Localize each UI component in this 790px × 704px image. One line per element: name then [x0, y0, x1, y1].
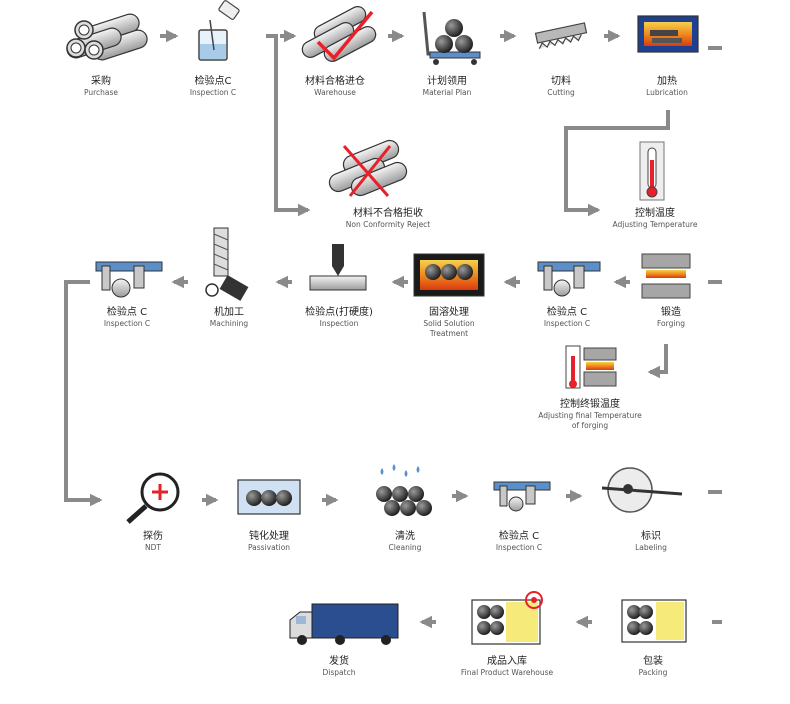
step-label-en: Inspection C	[543, 319, 591, 328]
step-dispatch: 发货 Dispatch	[274, 655, 404, 678]
step-adjusting-final-temperature: 控制终锻温度 Adjusting final Temperature of fo…	[522, 398, 658, 431]
step-label-en: Inspection C	[103, 319, 151, 328]
check-mark-icon	[316, 10, 374, 61]
step-lubrication: 加热 Lubrication	[602, 75, 732, 98]
beaker-icon	[198, 0, 240, 61]
furnace-icon	[637, 15, 699, 53]
step-label-en: Labeling	[635, 543, 667, 552]
step-label-en: Packing	[638, 668, 668, 677]
step-label-zh: 切料	[551, 76, 571, 87]
step-label-zh: 计划领用	[427, 76, 467, 87]
step-cutting: 切料 Cutting	[496, 75, 626, 98]
thermometer-icon	[639, 141, 665, 201]
step-label-zh: 加热	[657, 76, 677, 87]
step-label-en: Inspection C	[495, 543, 543, 552]
caliper-icon	[537, 261, 601, 297]
step-passivation: 钝化处理 Passivation	[204, 530, 334, 553]
cleaning-icon	[376, 464, 432, 516]
step-label-en: Dispatch	[322, 668, 356, 677]
step-material-plan: 计划领用 Material Plan	[382, 75, 512, 98]
step-label-en: Inspection	[319, 319, 359, 328]
step-inspection-c3: 检验点 C Inspection C	[62, 306, 192, 329]
step-label-en: Solid Solution	[423, 319, 475, 328]
step-label-zh: 材料不合格拒收	[353, 208, 423, 219]
step-label-en-line2: Treatment	[429, 329, 469, 338]
final-warehouse-icon	[471, 591, 543, 645]
step-label-zh: 探伤	[143, 531, 163, 542]
step-label-en: Forging	[657, 319, 685, 328]
step-label-zh: 检验点 C	[546, 307, 588, 318]
step-label-en: Adjusting Temperature	[612, 220, 698, 229]
labeling-icon	[601, 467, 683, 513]
magnifier-icon	[126, 472, 180, 524]
step-label-en: Inspection C	[189, 88, 237, 97]
final-temperature-icon	[565, 345, 617, 389]
step-labeling: 标识 Labeling	[586, 530, 716, 553]
step-label-zh: 包装	[643, 656, 663, 667]
forging-press-icon	[641, 253, 691, 299]
step-label-zh: 机加工	[214, 307, 244, 318]
step-label-en: Cutting	[547, 88, 575, 97]
flow-arrows	[64, 29, 722, 629]
step-non-conformity: 材料不合格拒收 Non Conformity Reject	[318, 207, 458, 230]
rejected-pipes-icon	[328, 139, 408, 197]
step-label-en: Non Conformity Reject	[345, 220, 431, 229]
caliper-icon-2	[95, 261, 163, 298]
pipes-bundle-icon	[66, 13, 148, 61]
step-label-en-line2: of forging	[571, 421, 609, 430]
step-warehouse: 材料合格进仓 Warehouse	[270, 75, 400, 98]
step-label-zh: 控制温度	[635, 208, 675, 219]
step-inspection-hardness: 检验点(打硬度) Inspection	[274, 306, 404, 329]
step-label-zh: 成品入库	[487, 656, 527, 667]
stamp-icon	[525, 591, 543, 609]
reject-x-icon	[342, 145, 390, 197]
step-ndt: 探伤 NDT	[88, 530, 218, 553]
step-label-zh: 检验点C	[194, 76, 232, 87]
step-label-zh: 钝化处理	[249, 531, 289, 542]
step-solid-solution: 固溶处理 Solid Solution Treatment	[384, 306, 514, 339]
step-inspection-c2: 检验点 C Inspection C	[502, 306, 632, 329]
step-label-en: Lubrication	[646, 88, 688, 97]
step-label-zh: 标识	[641, 531, 661, 542]
caliper-icon-3	[493, 481, 551, 512]
step-machining: 机加工 Machining	[164, 306, 294, 329]
material-cart-icon	[422, 11, 481, 65]
drill-icon	[205, 227, 249, 301]
solution-furnace-icon	[413, 253, 485, 297]
packing-box-icon	[621, 599, 687, 643]
step-label-zh: 检验点 C	[106, 307, 148, 318]
step-adjusting-temperature: 控制温度 Adjusting Temperature	[590, 207, 720, 230]
step-label-zh: 检验点(打硬度)	[305, 307, 373, 318]
step-label-zh: 采购	[91, 76, 111, 87]
step-label-zh: 锻造	[661, 307, 681, 318]
step-label-en: Final Product Warehouse	[460, 668, 554, 677]
step-inspection-c4: 检验点 C Inspection C	[454, 530, 584, 553]
step-label-en: Material Plan	[422, 88, 472, 97]
step-label-zh: 发货	[329, 656, 349, 667]
saw-blade-icon	[534, 22, 588, 49]
truck-icon	[289, 603, 399, 645]
step-label-en: Machining	[209, 319, 249, 328]
step-inspection-c1: 检验点C Inspection C	[148, 75, 278, 98]
step-label-en: Cleaning	[388, 543, 422, 552]
step-label-zh: 清洗	[395, 531, 415, 542]
step-cleaning: 清洗 Cleaning	[340, 530, 470, 553]
step-forging: 锻造 Forging	[606, 306, 736, 329]
warehouse-pipes-icon	[301, 6, 377, 62]
step-label-en: Adjusting final Temperature	[538, 411, 642, 420]
passivation-tank-icon	[237, 479, 301, 515]
step-label-en: Warehouse	[314, 88, 356, 97]
step-packing: 包装 Packing	[588, 655, 718, 678]
step-label-zh: 材料合格进仓	[305, 76, 365, 87]
step-label-en: Purchase	[83, 88, 119, 97]
step-label-en: NDT	[145, 543, 161, 552]
step-final-product-warehouse: 成品入库 Final Product Warehouse	[434, 655, 580, 678]
step-label-zh: 控制终锻温度	[560, 399, 620, 410]
step-purchase: 采购 Purchase	[36, 75, 166, 98]
step-label-zh: 固溶处理	[429, 307, 469, 318]
step-label-zh: 检验点 C	[498, 531, 540, 542]
step-label-en: Passivation	[247, 543, 291, 552]
hardness-tester-icon	[309, 244, 367, 291]
